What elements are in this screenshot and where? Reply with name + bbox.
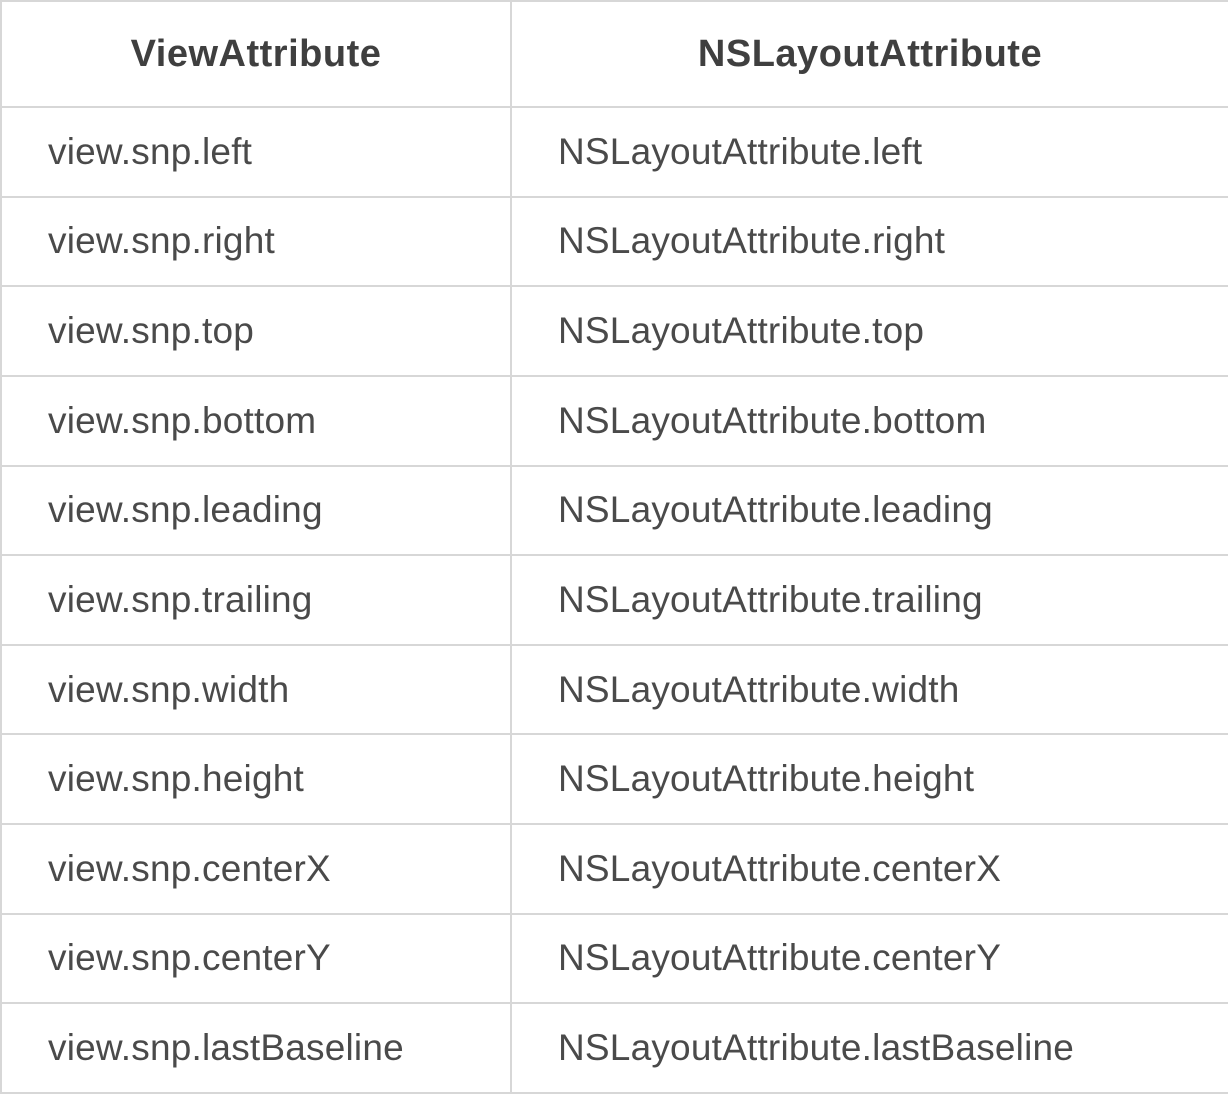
view-attribute-cell: view.snp.centerY [0, 912, 512, 1005]
nslayout-attribute-cell: NSLayoutAttribute.bottom [510, 374, 1228, 467]
table-row: view.snp.trailing NSLayoutAttribute.trai… [0, 554, 1228, 646]
table-header: ViewAttribute NSLayoutAttribute [0, 0, 1228, 108]
view-attribute-cell: view.snp.height [0, 733, 512, 825]
view-attribute-cell: view.snp.leading [0, 464, 512, 557]
view-attribute-cell: view.snp.width [0, 643, 512, 736]
nslayout-attribute-cell: NSLayoutAttribute.centerY [510, 912, 1228, 1005]
view-attribute-cell: view.snp.top [0, 285, 512, 377]
column-header-view-attribute: ViewAttribute [0, 0, 512, 108]
table-row: view.snp.width NSLayoutAttribute.width [0, 643, 1228, 736]
table-row: view.snp.left NSLayoutAttribute.left [0, 106, 1228, 198]
table-row: view.snp.bottom NSLayoutAttribute.bottom [0, 374, 1228, 467]
table-row: view.snp.centerX NSLayoutAttribute.cente… [0, 823, 1228, 915]
table-row: view.snp.centerY NSLayoutAttribute.cente… [0, 912, 1228, 1005]
view-attribute-cell: view.snp.lastBaseline [0, 1002, 512, 1094]
column-header-nslayout-attribute: NSLayoutAttribute [510, 0, 1228, 108]
table-row: view.snp.leading NSLayoutAttribute.leadi… [0, 464, 1228, 557]
nslayout-attribute-cell: NSLayoutAttribute.left [510, 106, 1228, 198]
view-attribute-cell: view.snp.left [0, 106, 512, 198]
table-row: view.snp.lastBaseline NSLayoutAttribute.… [0, 1002, 1228, 1094]
nslayout-attribute-cell: NSLayoutAttribute.lastBaseline [510, 1002, 1228, 1094]
view-attribute-cell: view.snp.right [0, 195, 512, 288]
nslayout-attribute-cell: NSLayoutAttribute.top [510, 285, 1228, 377]
nslayout-attribute-cell: NSLayoutAttribute.right [510, 195, 1228, 288]
table-row: view.snp.right NSLayoutAttribute.right [0, 195, 1228, 288]
nslayout-attribute-cell: NSLayoutAttribute.leading [510, 464, 1228, 557]
view-attribute-cell: view.snp.centerX [0, 823, 512, 915]
table-body: view.snp.left NSLayoutAttribute.left vie… [0, 106, 1228, 1094]
table-row: view.snp.height NSLayoutAttribute.height [0, 733, 1228, 825]
table-row: view.snp.top NSLayoutAttribute.top [0, 285, 1228, 377]
header-row: ViewAttribute NSLayoutAttribute [0, 0, 1228, 108]
nslayout-attribute-cell: NSLayoutAttribute.trailing [510, 554, 1228, 646]
nslayout-attribute-cell: NSLayoutAttribute.centerX [510, 823, 1228, 915]
view-attribute-cell: view.snp.bottom [0, 374, 512, 467]
nslayout-attribute-cell: NSLayoutAttribute.width [510, 643, 1228, 736]
nslayout-attribute-cell: NSLayoutAttribute.height [510, 733, 1228, 825]
view-attribute-cell: view.snp.trailing [0, 554, 512, 646]
